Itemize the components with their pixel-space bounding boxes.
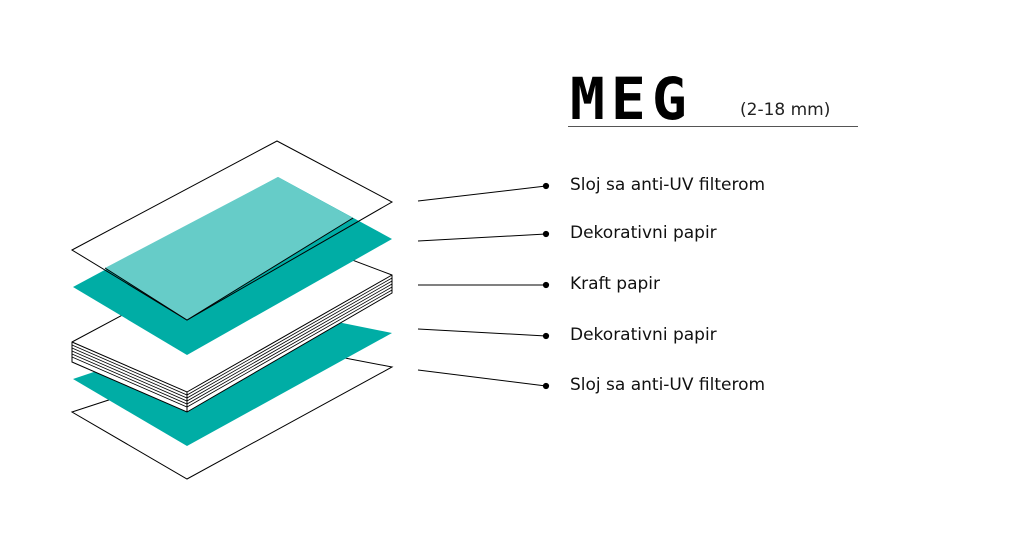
brand-logo: MEG [570, 65, 693, 133]
top-uv-film [70, 140, 394, 321]
layer-label-decorative-top: Dekorativni papir [570, 223, 717, 243]
layer-label-uv-top: Sloj sa anti-UV filterom [570, 175, 766, 195]
layer-label-uv-bottom: Sloj sa anti-UV filterom [570, 375, 766, 395]
thickness-range: (2-18 mm) [740, 100, 831, 120]
layer-label-kraft: Kraft papir [570, 274, 661, 294]
layer-label-decorative-bottom: Dekorativni papir [570, 325, 717, 345]
leader-lines [417, 182, 550, 390]
top-uv-film-overlap [105, 177, 353, 320]
title-underline [568, 126, 858, 127]
